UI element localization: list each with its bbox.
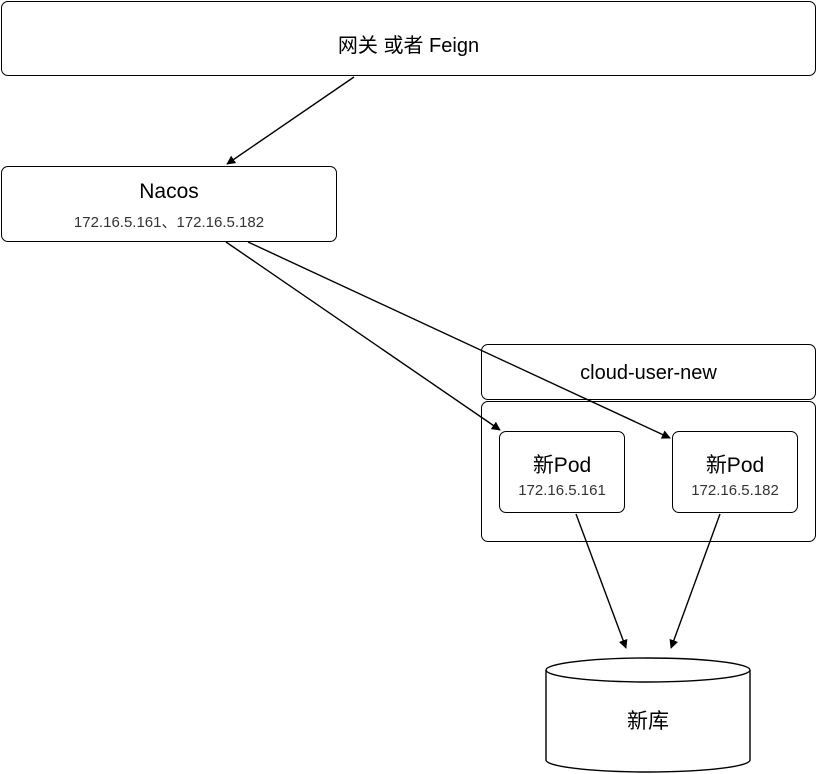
edge-nacos-to-pod bbox=[225, 241, 501, 431]
edge-gateway-to-nacos bbox=[226, 76, 355, 165]
gateway-node: 网关 或者 Feign bbox=[1, 1, 816, 76]
pod-node: 新Pod 172.16.5.182 bbox=[672, 431, 798, 513]
nacos-node: Nacos 172.16.5.161、172.16.5.182 bbox=[1, 166, 337, 242]
nacos-label: Nacos bbox=[139, 180, 199, 203]
pod-ip: 172.16.5.161 bbox=[518, 482, 606, 499]
gateway-label: 网关 或者 Feign bbox=[337, 35, 480, 57]
service-header: cloud-user-new bbox=[481, 344, 816, 400]
nacos-ips: 172.16.5.161、172.16.5.182 bbox=[73, 214, 265, 231]
pod-label: 新Pod bbox=[705, 454, 765, 477]
database-label: 新库 bbox=[627, 710, 669, 733]
pod-node: 新Pod 172.16.5.161 bbox=[499, 431, 625, 513]
pod-ip: 172.16.5.182 bbox=[691, 482, 779, 499]
service-label: cloud-user-new bbox=[580, 362, 717, 384]
database-cylinder: 新库 bbox=[545, 657, 751, 773]
pod-label: 新Pod bbox=[532, 454, 592, 477]
